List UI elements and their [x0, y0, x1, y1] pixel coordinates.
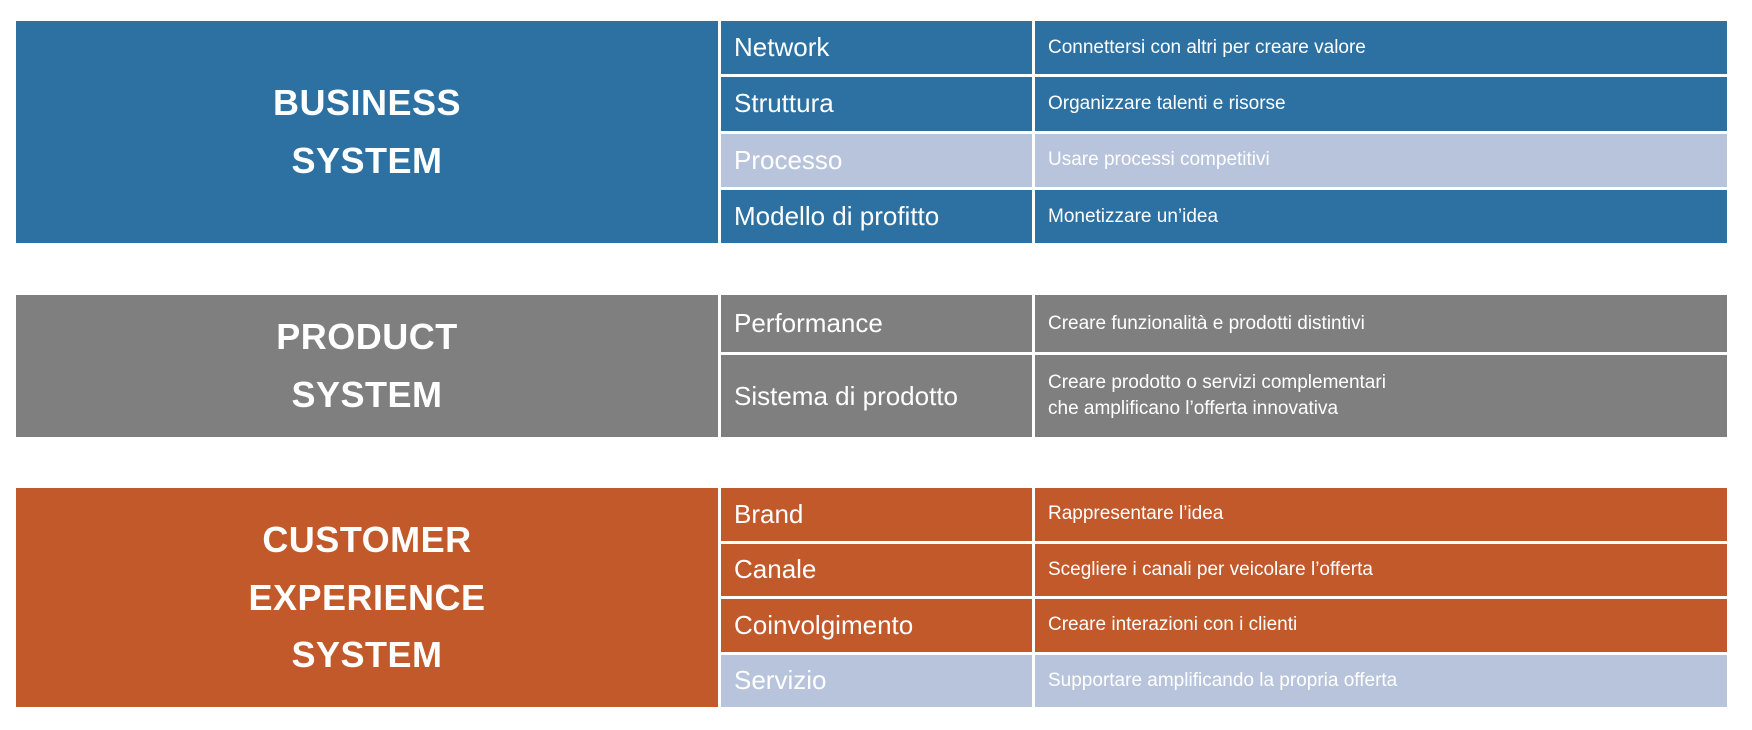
product-system-row-description: Creare funzionalità e prodotti distintiv…: [1035, 295, 1727, 352]
product-system-row-description: Creare prodotto o servizi complementari …: [1035, 355, 1727, 437]
business-system-title-line: SYSTEM: [291, 140, 443, 181]
customer-experience-system-title-line: CUSTOMER: [262, 519, 472, 561]
customer-experience-system-row-label: Servizio: [721, 654, 1032, 707]
business-system-title-line: BUSINESS: [272, 82, 462, 124]
customer-experience-system-row-description: Supportare amplificando la propria offer…: [1035, 654, 1727, 707]
business-system-row-label: Struttura: [721, 77, 1032, 131]
product-system-title-line: SYSTEM: [291, 374, 443, 415]
customer-experience-system-row-description: Creare interazioni con i clienti: [1035, 599, 1727, 652]
customer-experience-system-title-line: EXPERIENCE: [248, 576, 486, 618]
business-system-row-description: Organizzare talenti e risorse: [1035, 77, 1727, 131]
business-system-row-label: Modello di profitto: [721, 189, 1032, 243]
customer-experience-system-row-label: Canale: [721, 543, 1032, 596]
customer-experience-system-row-label: Coinvolgimento: [721, 599, 1032, 652]
customer-experience-system-title: CUSTOMER EXPERIENCE SYSTEM: [16, 488, 718, 707]
business-system-title: BUSINESS SYSTEM: [16, 21, 718, 243]
business-system-row-description: Connettersi con altri per creare valore: [1035, 21, 1727, 75]
product-system-row-label: Performance: [721, 295, 1032, 352]
customer-experience-system-row-label: Brand: [721, 488, 1032, 541]
customer-experience-system-row-description: Rappresentare l’idea: [1035, 488, 1727, 541]
business-system-row-description: Monetizzare un’idea: [1035, 189, 1727, 243]
product-system-title: PRODUCT SYSTEM: [16, 295, 718, 437]
customer-experience-system-title-line: SYSTEM: [291, 634, 443, 676]
business-system-row-label: Network: [721, 21, 1032, 75]
business-system-row-description: Usare processi competitivi: [1035, 133, 1727, 187]
customer-experience-system-row-description: Scegliere i canali per veicolare l’offer…: [1035, 543, 1727, 596]
product-system-row-label: Sistema di prodotto: [721, 355, 1032, 437]
business-system-row-label: Processo: [721, 133, 1032, 187]
product-system-title-line: PRODUCT: [276, 316, 458, 358]
